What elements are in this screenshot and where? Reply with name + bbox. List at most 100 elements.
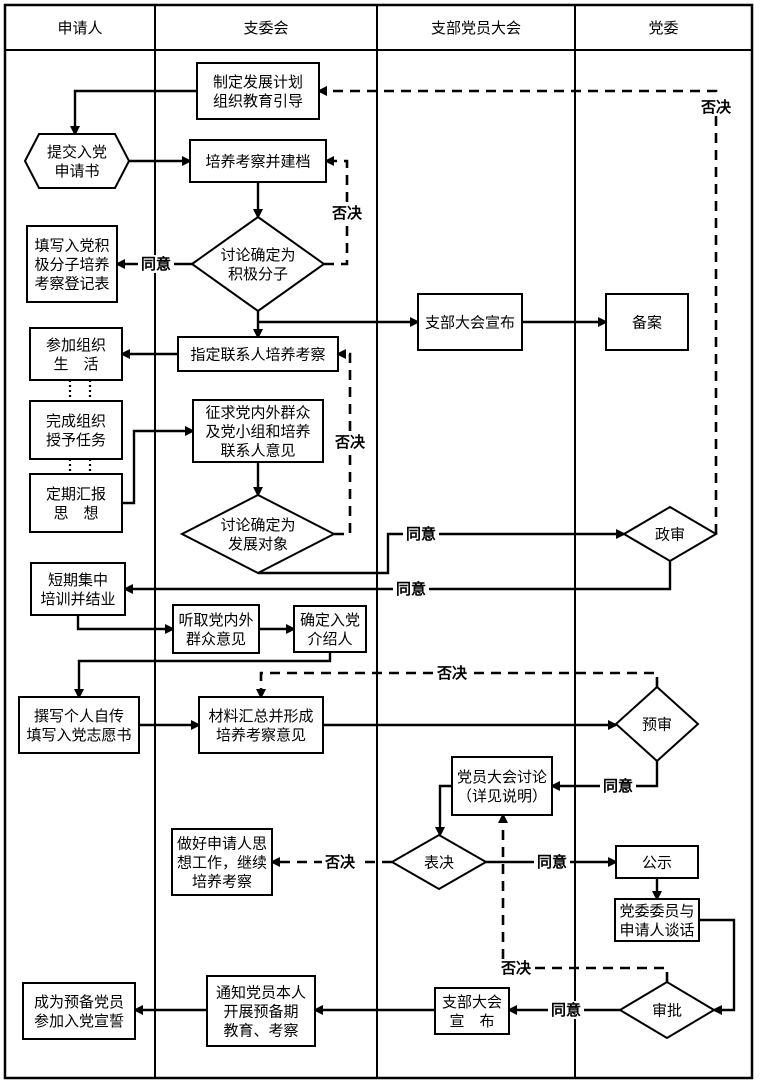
node-text-line: 材料汇总并形成	[208, 707, 313, 725]
node-text-line: 宣 布	[449, 1012, 494, 1030]
node-text-line: 党员大会讨论	[457, 768, 547, 786]
edge-talk-to-approve	[699, 918, 736, 1015]
edge-label-reject: 否决	[334, 433, 366, 451]
edge-label-reject: 否决	[500, 959, 532, 977]
process-box	[451, 756, 553, 816]
edge-report-thoughts-to-solicit-opinions	[122, 426, 195, 505]
edge-label-agree: 同意	[603, 777, 633, 795]
node-text-line: 讨论确定为	[220, 516, 295, 534]
process-box	[29, 400, 123, 460]
node-text-line: 做好申请人思	[177, 835, 267, 853]
node-assign-contact: 指定联系人培养考察	[177, 336, 339, 372]
process-box	[434, 987, 510, 1035]
node-text-line: 表决	[424, 854, 454, 872]
node-text-line: 联系人意见	[220, 442, 295, 460]
decision-diamond	[179, 493, 337, 575]
node-text-line: 培养考察	[192, 873, 252, 891]
lane-header-applicant: 申请人	[57, 19, 102, 37]
node-text-line: 介绍人	[307, 630, 352, 648]
decision-diamond	[190, 215, 326, 313]
edge-label-bg	[329, 204, 365, 222]
decision-diamond	[618, 980, 716, 1040]
process-box	[22, 982, 136, 1040]
lane-header-branch_assembly: 支部党员大会	[431, 19, 521, 37]
decision-diamond	[622, 505, 718, 563]
process-box	[189, 139, 327, 183]
node-text-line: 填写入党志愿书	[26, 726, 131, 744]
process-box	[196, 62, 320, 120]
node-text-line: 政审	[655, 526, 685, 544]
node-assembly-discuss: 党员大会讨论（详见说明）	[451, 756, 553, 816]
node-text-line: 参加组织	[46, 336, 106, 354]
node-text-line: 群众意见	[186, 630, 246, 648]
diagram-frame	[3, 3, 754, 1080]
edge-political-review-to-plan	[317, 86, 718, 534]
node-text-line: 培养考察并建档	[205, 153, 310, 171]
edge-label-reject: 否决	[331, 204, 363, 222]
node-text-line: 征求党内外群众	[205, 404, 310, 422]
decision-diamond	[389, 833, 489, 891]
node-text-line: 积极分子	[228, 265, 288, 283]
node-text-line: 预审	[642, 716, 672, 734]
node-text-line: 审批	[652, 1002, 682, 1020]
node-text-line: 提交入党	[47, 143, 107, 161]
node-text-line: 定期汇报	[46, 485, 106, 503]
edge-assembly-discuss-to-vote	[435, 784, 452, 837]
node-vote: 表决	[389, 833, 489, 891]
edge-label-bg	[548, 1001, 584, 1019]
node-text-line: 支部大会宣布	[425, 314, 515, 332]
node-text-line: （详见说明）	[457, 787, 547, 805]
edge-label-bg	[698, 98, 734, 116]
edge-political-review-to-training	[123, 561, 672, 594]
process-box	[172, 604, 260, 654]
node-publicize: 公示	[615, 845, 699, 879]
edge-label-reject: 否决	[436, 664, 468, 682]
node-text-line: 参加入党宣誓	[34, 1012, 124, 1030]
node-approve: 审批	[618, 980, 716, 1040]
edge-label-bg	[332, 433, 368, 451]
node-text-line: 讨论确定为	[220, 246, 295, 264]
node-assembly-announce-1: 支部大会宣布	[417, 293, 523, 351]
node-assembly-announce-2: 支部大会宣 布	[434, 987, 510, 1035]
node-text-line: 及党小组和培养	[205, 423, 310, 441]
edge-label-agree: 同意	[141, 255, 171, 273]
process-box	[29, 327, 123, 381]
node-text-line: 发展对象	[228, 535, 288, 553]
process-box	[614, 898, 700, 942]
edge-label-agree: 同意	[406, 525, 436, 543]
edge-decide-target-to-political-review	[258, 529, 626, 575]
edge-label-bg	[534, 853, 570, 871]
start-hexagon	[23, 133, 131, 189]
process-box	[615, 845, 699, 879]
process-box	[417, 293, 523, 351]
node-text-line: 制定发展计划	[213, 73, 303, 91]
node-text-line: 短期集中	[48, 571, 108, 589]
process-box	[171, 828, 273, 896]
edge-pre-review-to-assembly-discuss	[550, 761, 659, 791]
edge-label-reject: 否决	[700, 98, 732, 116]
edge-approve-to-assembly-discuss	[498, 813, 669, 982]
process-box	[18, 696, 140, 754]
edge-label-bg	[434, 664, 470, 682]
node-text-line: 申请人谈话	[619, 921, 694, 939]
node-text-line: 完成组织	[46, 412, 106, 430]
node-text-line: 极分子培养	[34, 256, 109, 274]
edge-label-bg	[322, 853, 358, 871]
node-text-line: 填写入党积	[34, 237, 109, 255]
node-text-line: 想工作，继续	[177, 854, 267, 872]
node-text-line: 授予任务	[46, 431, 106, 449]
node-text-line: 党委委员与	[619, 902, 694, 920]
node-text-line: 成为预备党员	[34, 993, 124, 1011]
node-text-line: 确定入党	[300, 611, 360, 629]
edge-sponsors-to-autobiography	[74, 652, 332, 699]
edge-label-bg	[600, 777, 636, 795]
